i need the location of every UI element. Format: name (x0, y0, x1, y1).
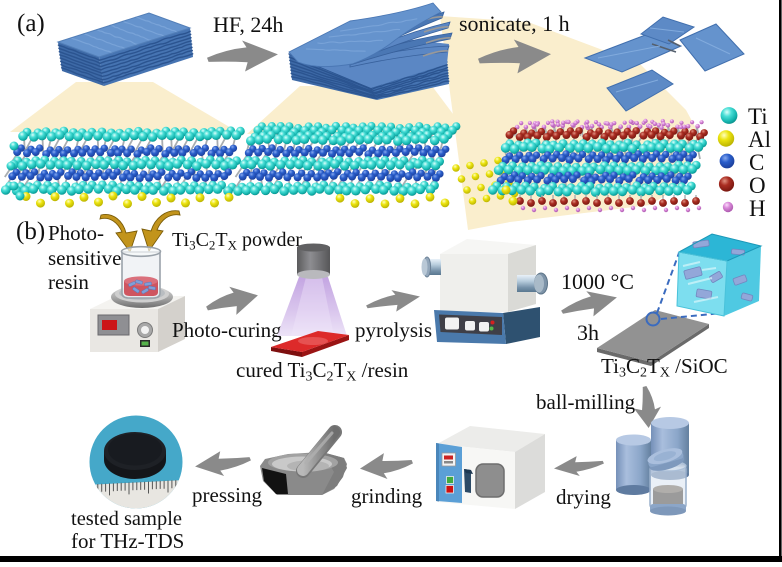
svg-text:(b): (b) (16, 218, 45, 245)
svg-text:Photo-: Photo- (48, 221, 104, 245)
svg-text:for THz-TDS: for THz-TDS (71, 529, 184, 553)
svg-text:C: C (749, 150, 764, 175)
svg-text:Ti3​C2​TX​ powder: Ti3​C2​TX​ powder (172, 229, 302, 253)
svg-text:HF, 24h: HF, 24h (213, 12, 283, 37)
svg-text:tested sample: tested sample (71, 508, 182, 530)
svg-text:1000 °C: 1000 °C (561, 269, 634, 294)
svg-text:3h: 3h (577, 320, 599, 345)
svg-text:resin: resin (48, 270, 89, 294)
svg-text:sensitive: sensitive (48, 246, 122, 270)
svg-text:Ti: Ti (748, 104, 768, 129)
svg-text:pyrolysis: pyrolysis (355, 318, 432, 342)
svg-text:Ti3​C2​TX​ /SiOC: Ti3​C2​TX​ /SiOC (601, 354, 728, 381)
svg-text:pressing: pressing (192, 483, 262, 507)
svg-text:(a): (a) (17, 10, 45, 37)
svg-text:sonicate, 1 h: sonicate, 1 h (459, 11, 570, 36)
svg-text:Photo-curing: Photo-curing (172, 318, 282, 342)
svg-text:O: O (749, 173, 766, 198)
svg-text:grinding: grinding (351, 484, 423, 508)
svg-text:cured Ti3​C2​TX​ /resin: cured Ti3​C2​TX​ /resin (236, 358, 409, 385)
svg-text:H: H (749, 196, 766, 221)
svg-text:Al: Al (748, 127, 771, 152)
svg-text:ball-milling: ball-milling (536, 390, 636, 414)
svg-text:drying: drying (556, 485, 611, 509)
